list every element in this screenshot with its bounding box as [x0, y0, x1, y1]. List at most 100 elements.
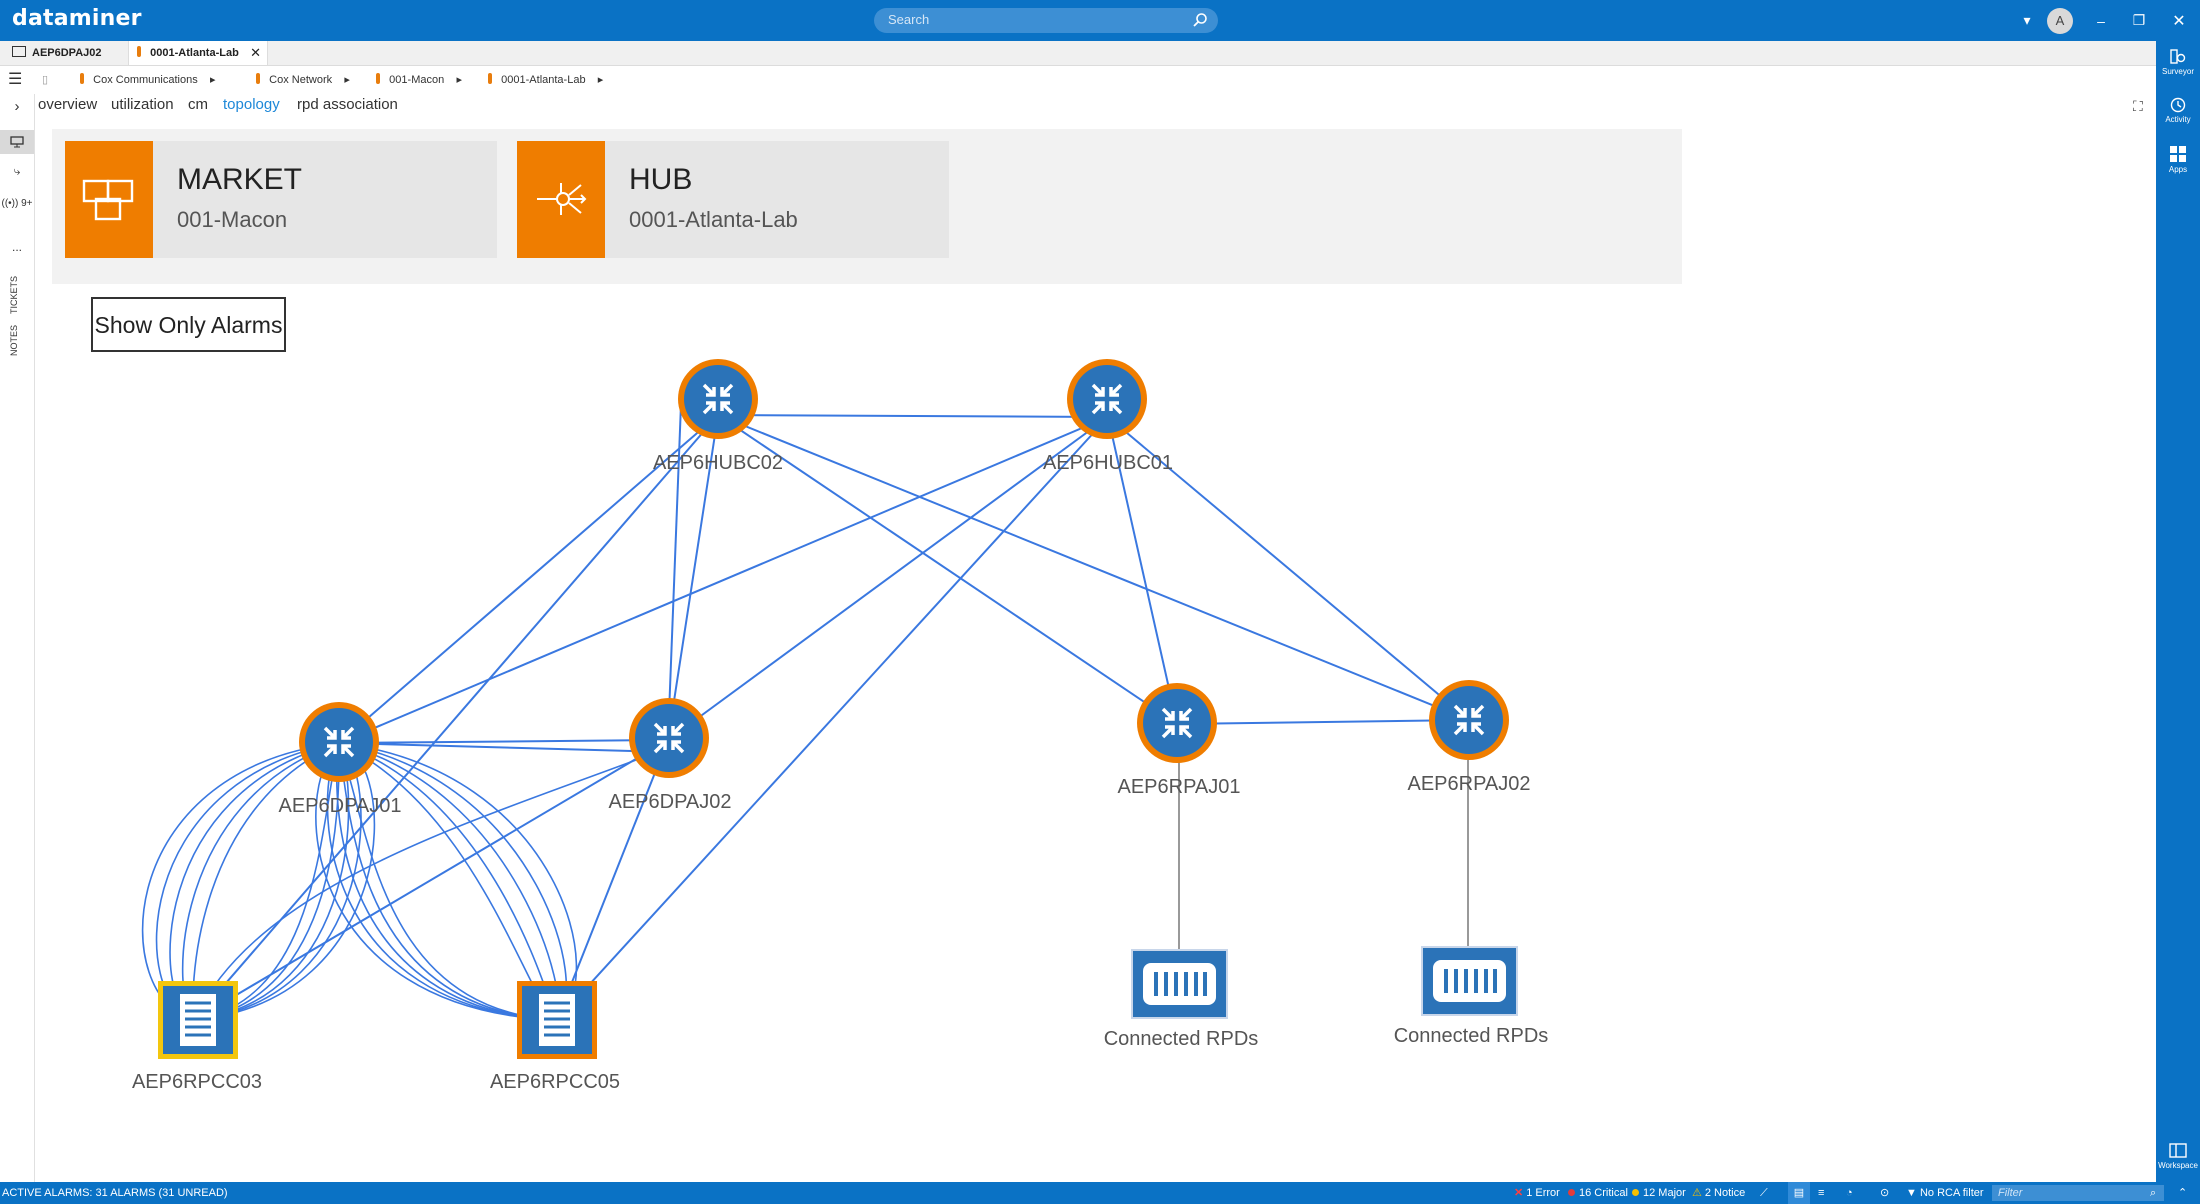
- apps-button[interactable]: Apps: [2156, 145, 2200, 174]
- surveyor-icon: [2170, 49, 2186, 64]
- header-area: MARKET 001-Macon HUB 0001-Atlanta-Lab: [52, 129, 1682, 284]
- app-logo[interactable]: dataminer: [12, 6, 142, 31]
- router-icon: [1091, 383, 1123, 415]
- left-nav: › ⤷ ((•)) 9+ ... TICKETS NOTES: [0, 94, 35, 1182]
- search-input[interactable]: Search: [874, 8, 1218, 33]
- more-icon[interactable]: ...: [11, 240, 22, 254]
- collapse-icon[interactable]: ⌃: [2178, 1187, 2188, 1199]
- breadcrumb-item[interactable]: Cox Network ▸: [256, 66, 350, 94]
- surveyor-label: Surveyor: [2161, 67, 2194, 76]
- market-icon: [65, 141, 153, 258]
- show-only-alarms-button[interactable]: Show Only Alarms: [91, 297, 286, 352]
- node-label: Connected RPDs: [1394, 1025, 1549, 1047]
- tab-cm[interactable]: cm: [188, 96, 208, 113]
- major-count[interactable]: 12 Major: [1632, 1182, 1686, 1204]
- router-icon: [1161, 707, 1193, 739]
- dropdown-icon[interactable]: ▾: [2023, 12, 2031, 28]
- close-tab-icon[interactable]: ✕: [250, 45, 261, 60]
- topology-icon[interactable]: ⤷: [13, 164, 21, 178]
- node-hubc01[interactable]: [1067, 359, 1147, 439]
- activity-icon: [2170, 97, 2186, 113]
- tab-overview[interactable]: overview: [38, 96, 98, 113]
- apps-icon: [2170, 146, 2186, 162]
- tab-topology[interactable]: topology: [223, 96, 280, 113]
- tab-aep6dpaj02[interactable]: AEP6DPAJ02: [12, 41, 132, 65]
- tab-utilization[interactable]: utilization: [111, 96, 174, 113]
- node-dpaj02[interactable]: [629, 698, 709, 778]
- server-icon: [539, 994, 575, 1046]
- avatar[interactable]: A: [2047, 8, 2073, 34]
- router-icon: [323, 726, 355, 758]
- tab-rpd-association[interactable]: rpd association: [297, 96, 398, 113]
- top-bar: dataminer Search ▾ A – ❐ ✕: [0, 0, 2200, 41]
- breadcrumb-item[interactable]: 0001-Atlanta-Lab ▸: [488, 66, 603, 94]
- view-icon: [137, 46, 141, 57]
- node-label: AEP6HUBC02: [653, 452, 783, 474]
- tab-label: AEP6DPAJ02: [32, 47, 102, 59]
- node-label: AEP6DPAJ02: [608, 791, 731, 813]
- node-label: AEP6RPCC03: [132, 1071, 262, 1093]
- minimize-icon[interactable]: –: [2097, 12, 2105, 29]
- node-rpaj02[interactable]: [1429, 680, 1509, 760]
- rca-filter[interactable]: ▼ No RCA filter: [1906, 1187, 1984, 1199]
- alarm-filter-input[interactable]: Filter: [1992, 1185, 2164, 1201]
- pie-icon[interactable]: ◔: [1846, 1187, 1853, 1199]
- node-rpcc05[interactable]: [517, 981, 597, 1059]
- sort-icon[interactable]: ≡: [1818, 1187, 1825, 1199]
- links: [193, 403, 1470, 1021]
- expand-icon[interactable]: ›: [14, 98, 20, 115]
- router-icon: [702, 383, 734, 415]
- close-window-icon[interactable]: ✕: [2172, 12, 2186, 30]
- critical-count[interactable]: 16 Critical: [1568, 1182, 1628, 1204]
- hamburger-icon[interactable]: ☰: [8, 71, 23, 88]
- card-icon: [12, 46, 26, 57]
- focus-icon[interactable]: ⊙: [1880, 1187, 1890, 1199]
- list-view-icon[interactable]: ▤: [1788, 1182, 1810, 1204]
- breadcrumb-item[interactable]: 001-Macon ▸: [376, 66, 462, 94]
- node-dpaj01[interactable]: [299, 702, 379, 782]
- fullscreen-icon[interactable]: ⛶: [2133, 98, 2143, 114]
- workspace-label: Workspace: [2158, 1161, 2198, 1170]
- node-label: Connected RPDs: [1104, 1028, 1259, 1050]
- node-connected-rpds-1[interactable]: [1131, 949, 1228, 1019]
- router-icon: [653, 722, 685, 754]
- tab-bar: AEP6DPAJ02 0001-Atlanta-Lab ✕: [0, 41, 2156, 66]
- status-bar: ACTIVE ALARMS: 31 ALARMS (31 UNREAD) ✕1 …: [0, 1182, 2200, 1204]
- activity-label: Activity: [2165, 115, 2191, 124]
- hub-card[interactable]: HUB 0001-Atlanta-Lab: [517, 141, 949, 258]
- notice-count[interactable]: ⚠2 Notice: [1692, 1187, 1746, 1199]
- workspace-button[interactable]: Workspace: [2156, 1143, 2200, 1170]
- filter-search-icon[interactable]: ⌕: [2150, 1187, 2157, 1199]
- workspace-icon: [2169, 1143, 2187, 1158]
- hub-value: 0001-Atlanta-Lab: [629, 207, 798, 232]
- rpd-icon: [1143, 963, 1216, 1005]
- market-title: MARKET: [177, 163, 303, 196]
- router-icon: [1453, 704, 1485, 736]
- error-count[interactable]: ✕1 Error: [1514, 1187, 1560, 1199]
- node-rpcc03[interactable]: [158, 981, 238, 1059]
- topology-diagram: AEP6HUBC02 AEP6HUBC01 AEP6DPAJ01 AEP6DPA…: [132, 359, 1549, 1093]
- node-hubc02[interactable]: [678, 359, 758, 439]
- node-connected-rpds-2[interactable]: [1421, 946, 1518, 1016]
- rpd-icon: [1433, 960, 1506, 1002]
- breadcrumb: ☰ ▯ Cox Communications ▸ Cox Network ▸ 0…: [0, 66, 2156, 94]
- funnel-icon: ▼: [1906, 1187, 1917, 1199]
- chart-icon[interactable]: ⟋: [1760, 1187, 1768, 1199]
- alarm-badge[interactable]: ((•)) 9+: [1, 198, 33, 209]
- right-panel: Surveyor Activity Apps Workspace: [2156, 41, 2200, 1182]
- activity-button[interactable]: Activity: [2156, 97, 2200, 124]
- search-icon[interactable]: [1192, 12, 1208, 28]
- monitor-icon[interactable]: [0, 130, 34, 154]
- breadcrumb-root-icon[interactable]: ▯: [42, 74, 49, 86]
- node-label: AEP6RPCC05: [490, 1071, 620, 1093]
- server-icon: [180, 994, 216, 1046]
- tab-label: 0001-Atlanta-Lab: [150, 47, 239, 59]
- node-rpaj01[interactable]: [1137, 683, 1217, 763]
- active-alarms-text[interactable]: ACTIVE ALARMS: 31 ALARMS (31 UNREAD): [2, 1187, 228, 1199]
- market-card[interactable]: MARKET 001-Macon: [65, 141, 497, 258]
- hub-title: HUB: [629, 163, 693, 196]
- restore-icon[interactable]: ❐: [2132, 12, 2146, 28]
- breadcrumb-item[interactable]: Cox Communications ▸: [80, 66, 215, 94]
- surveyor-button[interactable]: Surveyor: [2156, 49, 2200, 76]
- tab-atlanta-lab[interactable]: 0001-Atlanta-Lab ✕: [128, 41, 268, 65]
